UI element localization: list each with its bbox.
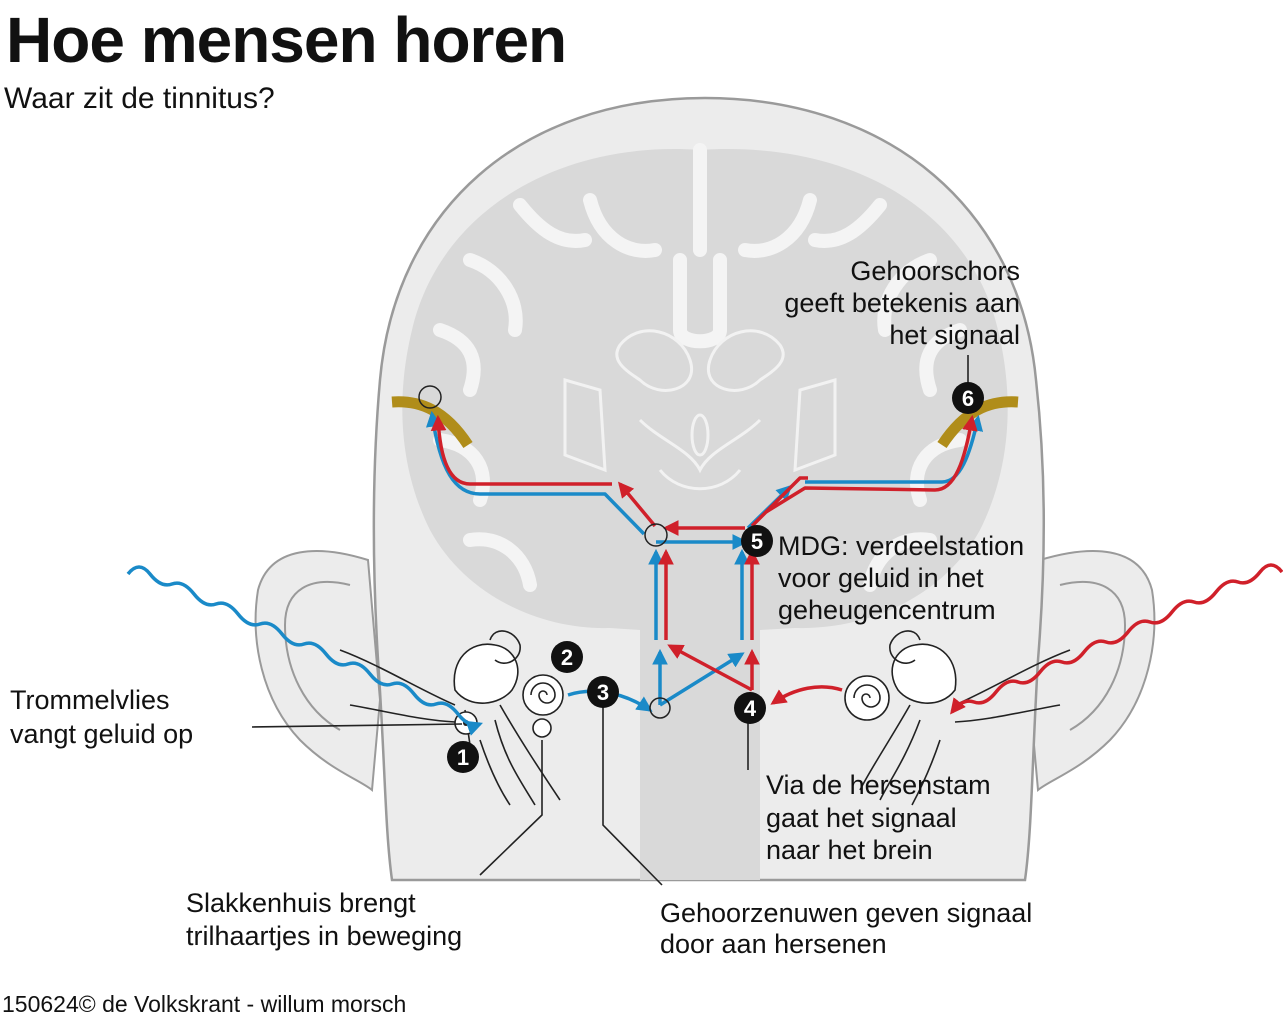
mdg-left-node: [644, 523, 668, 547]
svg-text:voor geluid in het: voor geluid in het: [778, 563, 984, 593]
svg-text:2: 2: [561, 645, 573, 670]
right-inner-ear: [844, 630, 1071, 806]
red-pathway: [430, 414, 978, 705]
brain: [402, 143, 1008, 880]
svg-text:geeft betekenis aan: geeft betekenis aan: [784, 288, 1020, 318]
marker-1: 1: [447, 741, 479, 773]
svg-text:Trommelvlies: Trommelvlies: [10, 685, 170, 715]
svg-text:Via de hersenstam: Via de hersenstam: [766, 770, 991, 800]
marker-4: 4: [734, 692, 766, 724]
svg-text:gaat het signaal: gaat het signaal: [766, 803, 957, 833]
marker-3: 3: [587, 676, 619, 708]
svg-text:1: 1: [457, 745, 469, 770]
svg-text:trilhaartjes in beweging: trilhaartjes in beweging: [186, 921, 462, 951]
svg-text:Gehoorschors: Gehoorschors: [850, 256, 1020, 286]
svg-text:4: 4: [744, 696, 757, 721]
svg-text:Gehoorzenuwen geven signaal: Gehoorzenuwen geven signaal: [660, 898, 1032, 928]
marker-6: 6: [952, 382, 984, 414]
credit-line: 150624© de Volkskrant - willum morsch: [2, 991, 406, 1017]
label-trommelvlies: Trommelvlies vangt geluid op: [10, 685, 193, 749]
svg-text:MDG: verdeelstation: MDG: verdeelstation: [778, 531, 1024, 561]
brainstem-left-node: [649, 697, 671, 719]
left-cortex-node: [418, 385, 442, 409]
svg-text:5: 5: [751, 529, 763, 554]
svg-text:naar het brein: naar het brein: [766, 835, 933, 865]
right-sound-wave: [950, 563, 1283, 715]
label-hersenstam: Via de hersenstam gaat het signaal naar …: [766, 770, 991, 865]
page-title: Hoe mensen horen: [6, 4, 566, 76]
svg-text:3: 3: [597, 680, 609, 705]
svg-text:geheugencentrum: geheugencentrum: [778, 595, 996, 625]
blue-pathway: [425, 410, 984, 712]
svg-text:het signaal: het signaal: [889, 320, 1020, 350]
left-sound-wave: [126, 565, 483, 736]
svg-text:vangt geluid op: vangt geluid op: [10, 719, 193, 749]
page-subtitle: Waar zit de tinnitus?: [4, 82, 275, 115]
label-mdg: MDG: verdeelstation voor geluid in het g…: [778, 531, 1024, 625]
svg-text:door aan hersenen: door aan hersenen: [660, 929, 887, 959]
marker-5: 5: [741, 525, 773, 557]
label-slakkenhuis: Slakkenhuis brengt trilhaartjes in beweg…: [186, 888, 462, 951]
left-auditory-cortex: [391, 396, 473, 449]
svg-text:6: 6: [962, 386, 974, 411]
marker-2: 2: [551, 641, 583, 673]
label-gehoorschors: Gehoorschors geeft betekenis aan het sig…: [784, 256, 1020, 350]
leader-lines: [251, 355, 969, 886]
svg-text:Slakkenhuis brengt: Slakkenhuis brengt: [186, 888, 416, 918]
left-cochlea-point: [532, 718, 552, 738]
label-gehoorzenuwen: Gehoorzenuwen geven signaal door aan her…: [660, 898, 1032, 959]
